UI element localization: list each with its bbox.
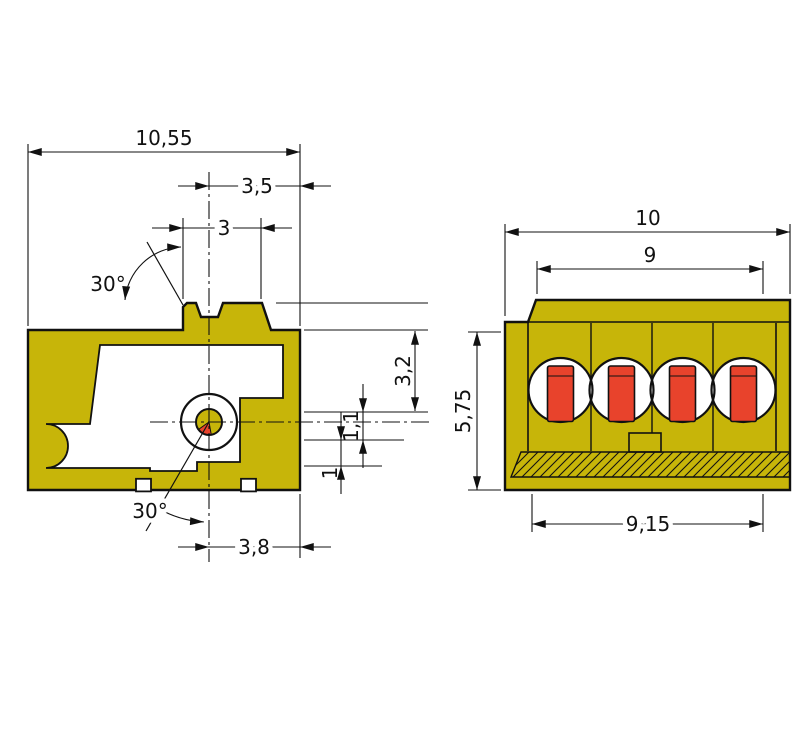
dim-front-overall-width-label: 10 bbox=[635, 206, 660, 230]
bottom-angle-label: 30° bbox=[132, 499, 167, 523]
dim-top-face-width: 9 bbox=[537, 243, 763, 273]
dim-top-face-width-label: 9 bbox=[644, 243, 657, 267]
dim-depth-32-label: 3,2 bbox=[391, 355, 415, 387]
dim-overall-height: 5,75 bbox=[451, 332, 481, 490]
dim-bottom-center-to-edge: 3,8 bbox=[178, 531, 331, 564]
top-angle-label: 30° bbox=[90, 272, 125, 296]
dim-tab-width-label: 3 bbox=[218, 216, 231, 240]
push-button-4 bbox=[729, 365, 758, 423]
bottom-notch-left bbox=[135, 477, 152, 493]
dim-depth-11: 1,1 bbox=[339, 384, 367, 468]
dim-tab-width: 3 bbox=[152, 212, 292, 245]
dim-depth-32: 3,2 bbox=[391, 331, 419, 411]
push-button-2 bbox=[607, 365, 636, 423]
front-view-drawing: 10 9 5,75 9,15 bbox=[451, 206, 792, 541]
dim-bottom-center-to-edge-label: 3,8 bbox=[238, 535, 270, 559]
bottom-notch-right bbox=[240, 477, 257, 493]
push-buttons bbox=[546, 365, 758, 423]
side-view-drawing: 10,55 3,5 3 30° 30° 3,2 1,1 bbox=[26, 126, 432, 564]
dim-depth-1: 1 bbox=[318, 412, 345, 494]
dim-overall-height-label: 5,75 bbox=[451, 389, 475, 434]
dim-depth-1-label: 1 bbox=[318, 467, 342, 480]
top-angle-reference-line bbox=[146, 241, 184, 306]
dim-center-to-edge: 3,5 bbox=[178, 170, 331, 203]
push-button-1 bbox=[546, 365, 575, 423]
dim-base-width: 9,15 bbox=[532, 508, 763, 541]
dim-overall-width-label: 10,55 bbox=[135, 126, 192, 150]
dim-front-overall-width: 10 bbox=[505, 206, 790, 236]
dim-overall-width: 10,55 bbox=[28, 126, 300, 156]
test-slot bbox=[628, 432, 662, 453]
dim-base-width-label: 9,15 bbox=[626, 512, 671, 536]
push-button-3 bbox=[668, 365, 697, 423]
bottom-angle-arc bbox=[147, 500, 204, 526]
top-angle-arc bbox=[122, 243, 182, 301]
hatched-base-strip bbox=[509, 451, 791, 478]
dim-center-to-edge-label: 3,5 bbox=[241, 174, 273, 198]
side-extension-lines bbox=[27, 144, 428, 558]
dim-depth-11-label: 1,1 bbox=[339, 410, 363, 442]
